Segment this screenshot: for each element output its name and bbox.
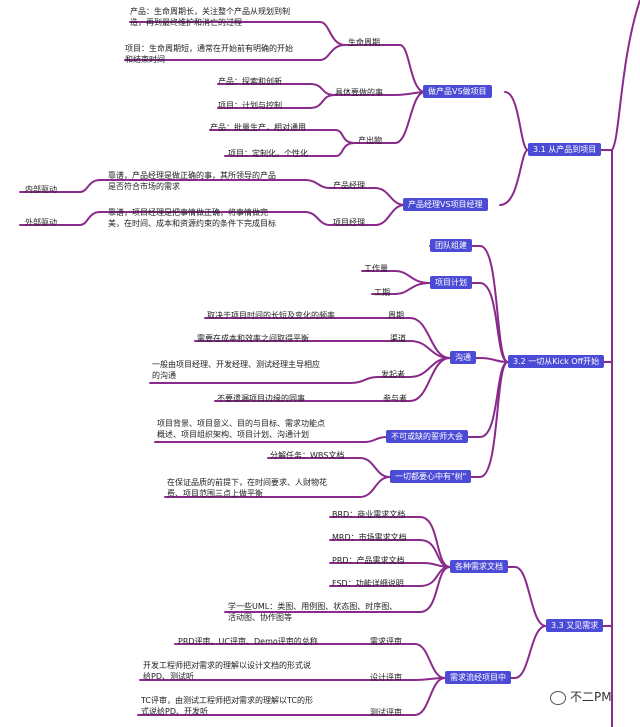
s1-g2-label: 产品经理VS项目经理 <box>403 198 488 211</box>
s3-brd: BRD：商业需求文档 <box>332 510 406 519</box>
s3-fsd: FSD：功能详细说明 <box>332 579 404 588</box>
s1-output-prod: 产品：批量生产，相对通用 <box>210 123 306 132</box>
s1-lifecycle-proj: 项目：生命周期短，通常在开始前有明确的开始 和结束时间 <box>125 44 293 64</box>
s2-team: 团队组建 <box>430 239 472 252</box>
s2-channel: 渠道 <box>390 334 406 343</box>
s1-proj: 项目经理 <box>333 218 365 227</box>
s3-flow: 需求流经项目中 <box>445 671 511 684</box>
s3-review: 需求评审 <box>370 637 402 646</box>
s2-plan: 项目计划 <box>430 276 472 289</box>
s1-lifecycle-prod: 产品：生命周期长，关注整个产品从规划到制 造，再到最终维护和消亡的过程 <box>130 7 290 27</box>
s1-output: 产出物 <box>358 136 382 145</box>
s2-title: 3.2 一切从Kick Off开始 <box>508 355 605 368</box>
root-spine <box>610 0 640 727</box>
s2-kickoff: 不可或缺的誓师大会 <box>386 430 468 443</box>
s2-initiator: 发起者 <box>381 370 405 379</box>
s3-design: 设计评审 <box>370 673 402 682</box>
s3-review-text: PRD评审、UC评审、Demo评审的总称 <box>178 637 318 646</box>
s1-work: 具体要做的事 <box>335 88 383 97</box>
s2-initiator-text: 一般由项目经理、开发经理、测试经理主导相应 的沟通 <box>152 360 320 380</box>
wechat-icon <box>550 690 566 705</box>
s2-duration: 工期 <box>374 288 390 297</box>
s1-output-proj: 项目：定制化，个性化 <box>228 149 308 158</box>
s3-test-text: TC评审，由测试工程师把对需求的理解以TC的形 式说给PD、开发听 <box>141 696 314 716</box>
s3-uml: 学一些UML：类图、用例图、状态图、时序图、 活动图、协作图等 <box>228 602 398 622</box>
s2-kickoff-text: 项目背景、项目意义、目的与目标、需求功能点 概述、项目组织架构、项目计划、沟通计… <box>157 419 325 439</box>
s1-pm-text: 靠谱，产品经理是做正确的事，其所领导的产品 是否符合市场的需求 <box>108 171 276 191</box>
s3-prd: PRD：产品需求文档 <box>332 556 405 565</box>
s2-wbs: 分解任务：WBS文档 <box>270 451 345 460</box>
s1-g1-label: 做产品VS做项目 <box>423 85 492 98</box>
watermark-text: 不二PM <box>570 690 612 704</box>
s2-participant-text: 不要遗漏项目边缘的同事 <box>217 394 305 403</box>
s1-external: 外部驱动 <box>25 218 57 227</box>
s2-channel-text: 需要在成本和效率之间取得平衡 <box>197 334 309 343</box>
s2-workload: 工作量 <box>364 264 388 273</box>
s2-participant: 参与者 <box>383 394 407 403</box>
s3-title: 3.3 又见需求 <box>546 619 604 632</box>
s1-proj-text: 靠谱，项目经理是把事情做正确，将事情做完 美，在时间、成本和资源约束的条件下完成… <box>108 208 276 228</box>
s2-period: 周期 <box>388 311 404 320</box>
s2-comm: 沟通 <box>450 351 476 364</box>
s1-title: 3.1 从产品到项目 <box>528 143 602 156</box>
s2-tree-text: 在保证品质的前提下，在时间要求、人财物花 费、项目范围三点上做平衡 <box>167 478 327 498</box>
watermark: 不二PM <box>550 688 612 705</box>
s1-internal: 内部驱动 <box>25 185 57 194</box>
s1-g2-connector <box>499 149 529 206</box>
s2-tree: 一切都要心中有"树" <box>390 470 472 483</box>
s3-mrd: MRD：市场需求文档 <box>332 533 407 542</box>
s3-test: 测试评审 <box>370 708 402 717</box>
s1-lifecycle: 生命周期 <box>348 38 380 47</box>
s3-design-text: 开发工程师把对需求的理解以设计文档的形式说 给PD、测试听 <box>143 661 311 681</box>
s2-period-text: 取决于项目时间的长短及变化的频率 <box>207 311 335 320</box>
s1-work-prod: 产品：探索和创新 <box>218 77 282 86</box>
s3-docs: 各种需求文档 <box>450 560 508 573</box>
s1-work-proj: 项目：计划与控制 <box>218 101 282 110</box>
s1-g1-connector <box>504 91 529 151</box>
s1-pm: 产品经理 <box>333 181 365 190</box>
